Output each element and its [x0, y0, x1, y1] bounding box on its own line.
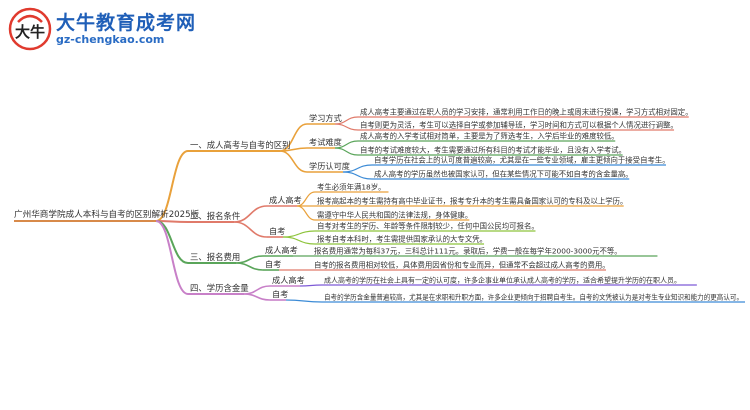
leaf-1-3-2: 成人高考的学历虽然也被国家认可，但在某些情况下可能不如自考的含金量高。: [374, 170, 633, 179]
leaf-1-3-1: 自考学历在社会上的认可度普遍较高，尤其是在一些专业领域，雇主更倾向于接受自考生。: [374, 156, 670, 165]
leaf-2-1-3: 需遵守中华人民共和国的法律法规，身体健康。: [317, 211, 472, 220]
leaf-3-2-1: 自考的报名费用相对较低，具体费用因省份和专业而异，但通常不会超过成人高考的费用。: [314, 261, 610, 270]
leaf-2-1-2: 报考高起本的考生需持有高中毕业证书，报考专升本的考生需具备国家认可的专科及以上学…: [317, 197, 627, 206]
branch-1-child-3-label: 学历认可度: [309, 161, 350, 171]
leaf-4-1-1: 成人高考的学历在社会上具有一定的认可度，许多企事业单位承认成人高考的学历，适合希…: [324, 276, 681, 285]
branch-1-child-1-label: 学习方式: [309, 113, 342, 123]
leaf-1-1-2: 自考则更为灵活，考生可以选择自学或参加辅导班，学习时间和方式可以根据个人情况进行…: [360, 121, 678, 130]
branch-4-label: 四、学历含金量: [190, 283, 249, 293]
branch-4-child-1-label: 成人高考: [272, 275, 305, 285]
logo-url: gz-chengkao.com: [56, 33, 165, 46]
branch-1-label: 一、成人高考与自考的区别: [190, 140, 291, 150]
branch-2-child-2-label: 自考: [269, 226, 285, 236]
mindmap-nodes: 广州华商学院成人本科与自考的区别解析2025版一、成人高考与自考的区别学习方式成…: [14, 108, 743, 302]
branch-4-child-2-label: 自考: [272, 289, 288, 299]
logo-mark-icon: 大牛: [8, 7, 52, 51]
branch-2-label: 二、报名条件: [190, 211, 240, 221]
leaf-3-1-1: 报名费用通常为每科37元，三科总计111元。录取后，学费一般在每学年2000-3…: [314, 247, 622, 256]
leaf-2-2-1: 自考对考生的学历、年龄等条件限制较少，任何中国公民均可报名。: [317, 222, 539, 231]
branch-3-child-1-label: 成人高考: [265, 245, 298, 255]
leaf-2-1-1: 考生必须年满18岁。: [317, 183, 386, 192]
leaf-4-2-1: 自考的学历含金量普遍较高，尤其是在求职和升职方面，许多企业更倾向于招聘自考生。自…: [324, 293, 743, 302]
logo-title: 大牛教育成考网: [56, 12, 197, 34]
leaf-1-2-1: 成人高考的入学考试相对简单，主要是为了筛选考生，入学后毕业的难度较低。: [360, 132, 619, 141]
branch-1-child-2-label: 考试难度: [309, 137, 342, 147]
branch-3-label: 三、报名费用: [190, 252, 240, 262]
logo-mark-text: 大牛: [15, 23, 45, 41]
leaf-1-2-2: 自考的考试难度较大，考生需要通过所有科目的考试才能毕业，且没有入学考试。: [360, 146, 626, 155]
mindmap-connectors: [14, 116, 745, 303]
branch-2-child-1-label: 成人高考: [269, 195, 302, 205]
leaf-1-1-1: 成人高考主要通过在职人员的学习安排，通常利用工作日的晚上或周末进行授课，学习方式…: [360, 108, 693, 117]
root-topic: 广州华商学院成人本科与自考的区别解析2025版: [14, 208, 200, 220]
leaf-2-2-2: 报考自考本科时，考生需提供国家承认的大专文凭。: [317, 235, 487, 244]
branch-3-child-2-label: 自考: [265, 259, 281, 269]
site-logo[interactable]: 大牛 大牛教育成考网 gz-chengkao.com: [8, 6, 248, 52]
